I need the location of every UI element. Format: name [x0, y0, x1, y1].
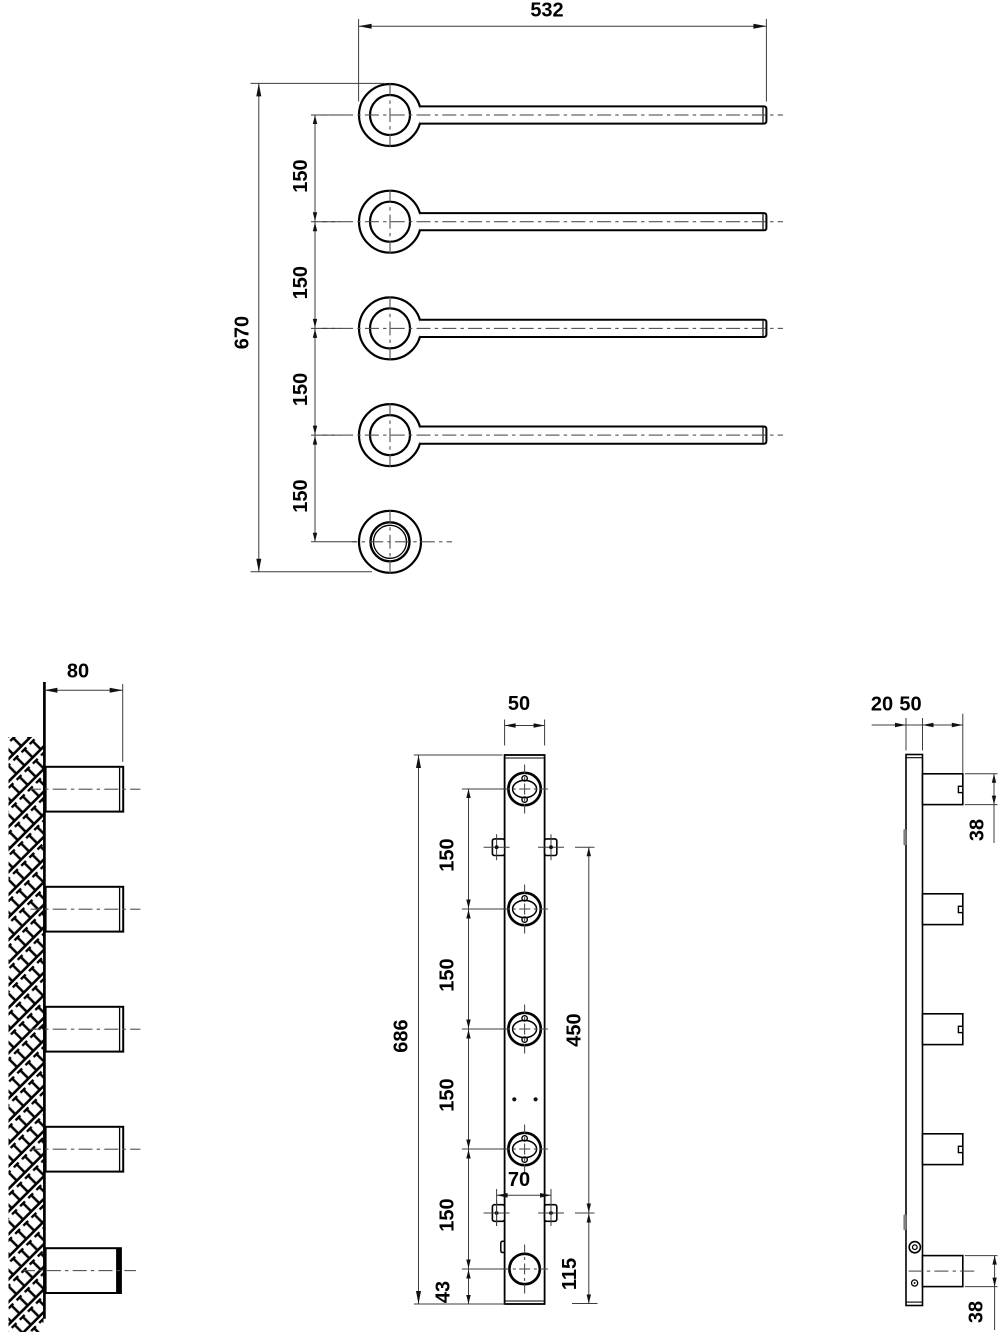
svg-text:150: 150 — [290, 373, 312, 406]
svg-text:115: 115 — [559, 1258, 581, 1290]
svg-text:532: 532 — [530, 0, 563, 22]
svg-text:150: 150 — [437, 1198, 459, 1231]
svg-text:150: 150 — [437, 838, 459, 871]
svg-text:50: 50 — [899, 694, 921, 716]
svg-text:450: 450 — [564, 1013, 586, 1046]
svg-text:150: 150 — [437, 958, 459, 991]
svg-text:150: 150 — [290, 479, 312, 512]
svg-text:670: 670 — [232, 316, 254, 349]
svg-text:43: 43 — [433, 1281, 455, 1303]
svg-text:20: 20 — [871, 694, 893, 716]
svg-text:150: 150 — [437, 1078, 459, 1111]
svg-text:38: 38 — [967, 819, 989, 841]
svg-text:150: 150 — [290, 159, 312, 192]
svg-text:50: 50 — [508, 693, 530, 715]
svg-text:686: 686 — [391, 1019, 413, 1052]
svg-text:80: 80 — [67, 661, 89, 683]
svg-text:38: 38 — [965, 1301, 987, 1323]
svg-text:150: 150 — [290, 266, 312, 299]
svg-text:70: 70 — [508, 1169, 530, 1191]
